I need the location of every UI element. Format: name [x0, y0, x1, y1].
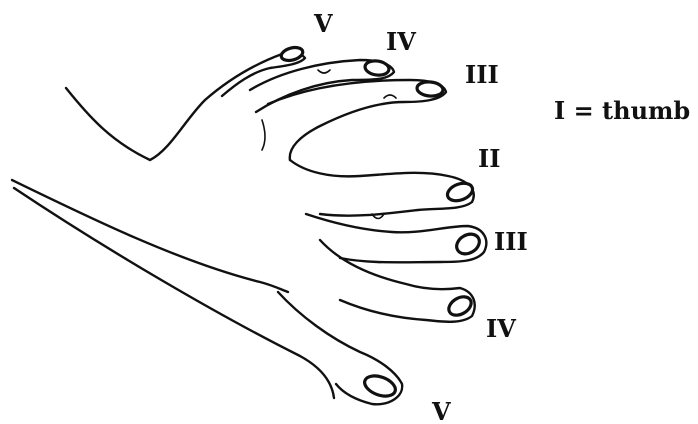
lower-finger-ii	[290, 160, 474, 216]
lower-arm-lower-line	[14, 188, 334, 398]
label-lower-finger-v: V	[432, 400, 451, 424]
upper-finger-iv-nail	[364, 59, 390, 76]
lower-finger-iii-nail	[453, 230, 483, 258]
label-thumb-legend: I = thumb	[554, 99, 690, 123]
upper-hand-wrist-outline	[66, 54, 282, 160]
lower-finger-iv-nail	[446, 293, 475, 319]
lower-finger-ii-nail	[445, 180, 475, 204]
upper-hand	[66, 45, 446, 160]
upper-finger-iv-crease	[318, 70, 330, 73]
lower-hand	[12, 160, 486, 404]
lower-arm-upper-line	[12, 180, 288, 292]
label-lower-finger-ii: II	[478, 147, 500, 171]
upper-knuckle-mark	[262, 120, 265, 150]
label-lower-finger-iii: III	[494, 230, 528, 254]
label-upper-finger-iv: IV	[386, 30, 416, 54]
upper-finger-iii-crease	[384, 95, 396, 98]
label-lower-finger-iv: IV	[486, 317, 516, 341]
lower-finger-v-nail	[362, 372, 398, 400]
label-upper-finger-v: V	[314, 12, 333, 36]
label-upper-finger-iii: III	[465, 63, 499, 87]
upper-finger-iii-nail	[416, 81, 443, 97]
